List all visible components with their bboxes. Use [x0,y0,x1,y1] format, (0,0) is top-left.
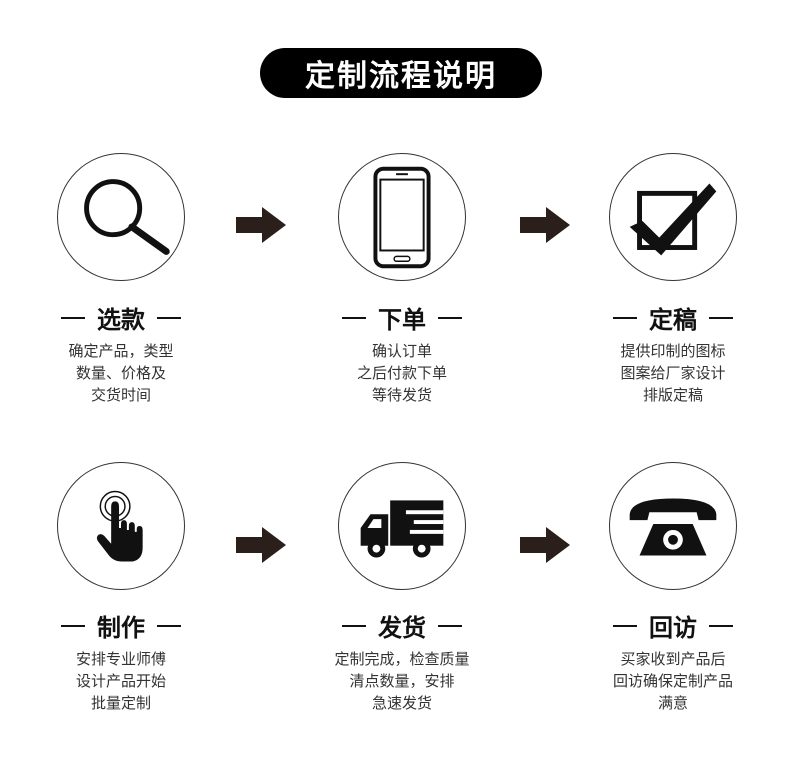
smartphone-icon [373,166,431,269]
delivery-truck-icon [360,500,444,558]
step-2-description: 确认订单之后付款下单等待发货 [356,342,447,404]
step-4-description: 安排专业师傅设计产品开始批量定制 [75,650,166,712]
step-4-circle [57,462,185,590]
arrow-1-icon [236,207,286,243]
telephone-icon [629,498,717,556]
step-1-title: 选款 [16,300,226,335]
step-1-circle [57,153,185,281]
arrow-2-icon [520,207,570,243]
arrow-4-icon [520,527,570,563]
step-5-description: 定制完成，检查质量清点数量，安排急速发货 [334,650,470,712]
step-2-title: 下单 [297,300,507,335]
step-6-description: 买家收到产品后回访确保定制产品满意 [612,650,733,712]
step-6-title: 回访 [568,608,778,643]
step-3-title: 定稿 [568,300,778,335]
step-3-circle [609,153,737,281]
checkbox-icon [629,183,717,256]
step-4-title: 制作 [16,608,226,643]
step-6-circle [609,462,737,590]
step-5-circle [338,462,466,590]
step-2-circle [338,153,466,281]
tap-hand-icon [96,490,143,562]
step-5-title: 发货 [297,608,507,643]
magnifier-icon [84,179,170,255]
step-1-description: 确定产品，类型数量、价格及交货时间 [68,342,174,404]
page-title: 定制流程说明 [260,48,542,98]
arrow-3-icon [236,527,286,563]
step-3-description: 提供印制的图标图案给厂家设计排版定稿 [620,342,726,404]
